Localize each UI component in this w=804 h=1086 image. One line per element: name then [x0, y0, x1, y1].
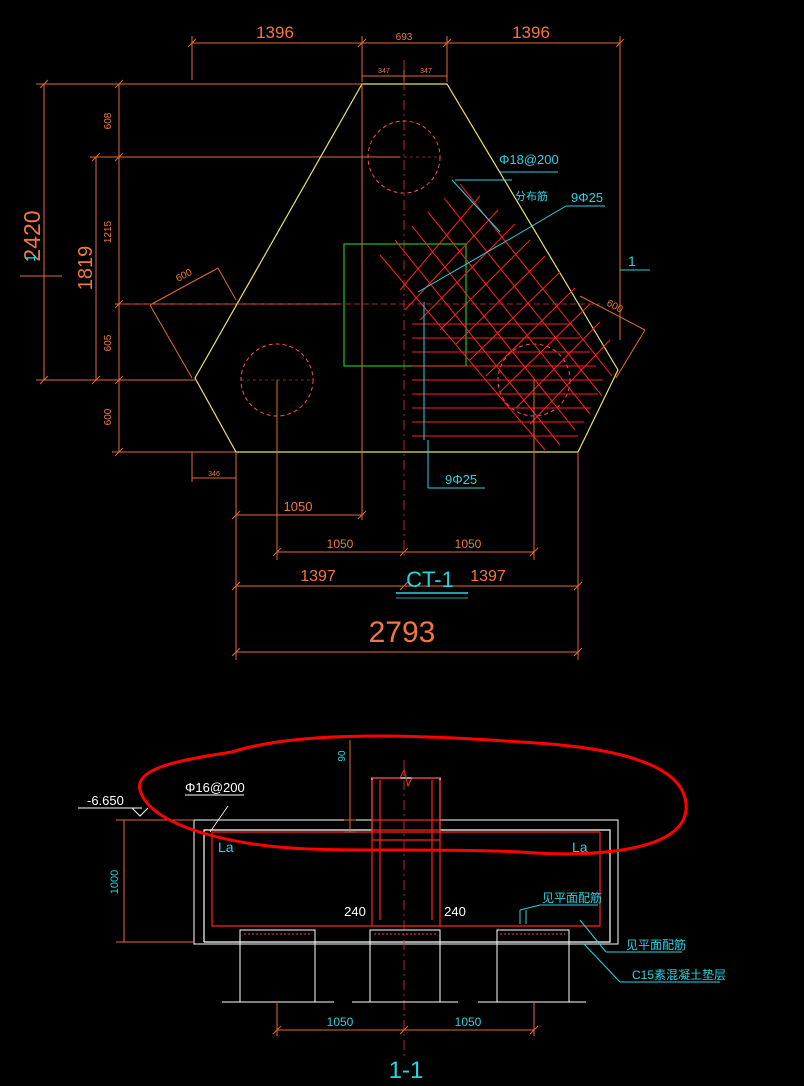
dim-left-608: 608	[103, 112, 114, 129]
rebar-label-9phi25-top: 9Φ25	[571, 190, 603, 205]
dim-top-middle: 693	[396, 32, 413, 43]
distribution-label: 分布筋	[515, 189, 548, 203]
column-outline	[343, 243, 467, 367]
dim-left-outer: 2420	[19, 210, 45, 261]
section-mark-left: 1	[22, 254, 38, 262]
bottom-dimension-chains	[231, 84, 583, 660]
note-leaders	[519, 904, 720, 983]
dim-top-right: 1396	[512, 23, 550, 42]
dim-1000: 1000	[109, 870, 121, 894]
dim-240-right: 240	[444, 904, 466, 919]
pile-cap-outline	[194, 83, 619, 453]
section-dim-1050-right: 1050	[455, 1015, 482, 1029]
dim-bottom-1050-left: 1050	[327, 537, 354, 551]
dim-1050-inner: 1050	[284, 499, 313, 514]
dim-90-lines	[344, 740, 356, 833]
note-plan-rebar-1: 见平面配筋	[542, 890, 602, 905]
section-view: -6.650	[78, 734, 726, 1084]
la-left: La	[218, 839, 234, 855]
section-dim-1050-left: 1050	[327, 1015, 354, 1029]
plan-view: 1396 693 1396 347 347 2420 1819	[19, 23, 650, 660]
top-dimension-chain	[187, 36, 625, 340]
dim-left-605: 605	[103, 334, 114, 351]
dim-1000-lines	[116, 819, 194, 943]
distribution-bar	[417, 171, 605, 489]
section-rebar-label: Φ16@200	[185, 780, 245, 795]
dim-left-600: 600	[103, 408, 114, 425]
plan-title: CT-1	[406, 567, 454, 592]
rebar-mesh	[379, 183, 613, 451]
section-piles	[222, 929, 586, 1003]
rebar-label-phi18: Φ18@200	[499, 152, 559, 167]
dim-90: 90	[337, 750, 348, 762]
dim-left-mid: 1819	[75, 246, 97, 291]
section-title: 1-1	[389, 1057, 424, 1084]
dim-bottom-1397-left: 1397	[300, 568, 336, 585]
dim-bottom-1397-right: 1397	[470, 568, 506, 585]
elevation-label: -6.650	[87, 793, 124, 808]
section-bottom-dims	[272, 1002, 539, 1036]
dim-small-left: 347	[378, 68, 390, 75]
highlight-annotation	[138, 734, 688, 856]
dim-bottom-1050-right: 1050	[455, 537, 482, 551]
dim-top-left: 1396	[256, 23, 294, 42]
dim-left-1215: 1215	[103, 220, 114, 243]
dim-small-right: 347	[420, 68, 432, 75]
dim-bottom-total: 2793	[369, 616, 436, 649]
note-cushion: C15素混凝土垫层	[632, 967, 726, 982]
rebar-label-9phi25-bottom: 9Φ25	[445, 472, 477, 487]
slanted-dims	[149, 267, 646, 379]
note-plan-rebar-2: 见平面配筋	[626, 937, 686, 952]
dim-346: 346	[208, 471, 220, 478]
la-right: La	[572, 839, 588, 855]
section-mark-right: 1	[628, 253, 636, 269]
dim-600-right-slant: 600	[605, 298, 625, 316]
pile-cap-section	[203, 777, 611, 943]
dim-240-left: 240	[344, 904, 366, 919]
